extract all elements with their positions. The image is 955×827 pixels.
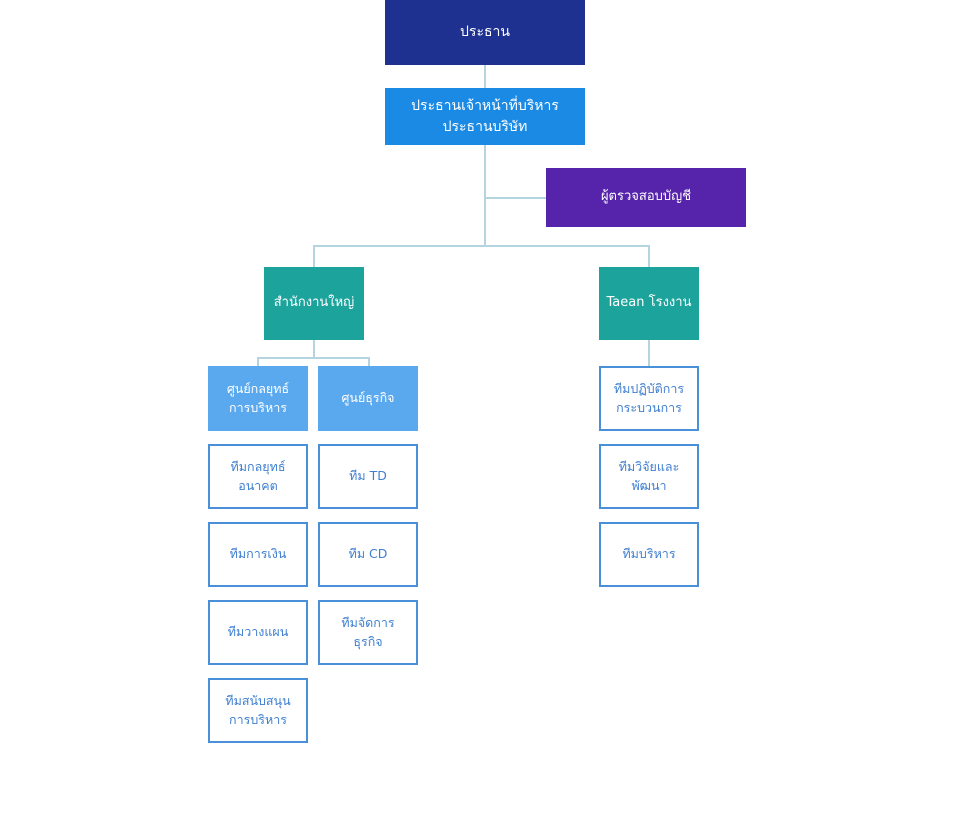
connector-chairman-to-ceo (484, 65, 486, 88)
node-strategy-team-2-label: ทีมวางแผน (227, 624, 289, 640)
connector-bus-to-taean (648, 245, 650, 267)
node-strategy-team-2[interactable]: ทีมวางแผน (208, 600, 308, 665)
node-head-office-label: สำนักงานใหญ่ (273, 295, 355, 311)
node-auditor[interactable]: ผู้ตรวจสอบบัญชี (546, 168, 746, 227)
node-chairman-label: ประธาน (460, 24, 510, 41)
node-auditor-label: ผู้ตรวจสอบบัญชี (600, 189, 692, 205)
node-center-business[interactable]: ศูนย์ธุรกิจ (318, 366, 418, 431)
connector-head-office-down (313, 340, 315, 358)
node-factory-team-0[interactable]: ทีมปฏิบัติการ กระบวนการ (599, 366, 699, 431)
connector-ceo-trunk (484, 145, 486, 245)
connector-bus-to-center-business (368, 357, 370, 366)
node-center-strategy-label: ศูนย์กลยุทธ์ การบริหาร (226, 381, 290, 415)
connector-branch-bus (314, 245, 650, 247)
node-factory-team-2[interactable]: ทีมบริหาร (599, 522, 699, 587)
node-strategy-team-3[interactable]: ทีมสนับสนุน การบริหาร (208, 678, 308, 743)
node-business-team-0-label: ทีม TD (349, 468, 387, 484)
node-strategy-team-1-label: ทีมการเงิน (229, 546, 287, 562)
node-factory-team-1[interactable]: ทีมวิจัยและ พัฒนา (599, 444, 699, 509)
node-business-team-2[interactable]: ทีมจัดการ ธุรกิจ (318, 600, 418, 665)
node-strategy-team-0-label: ทีมกลยุทธ์ อนาคต (230, 459, 286, 493)
node-taean-factory-label: Taean โรงงาน (606, 295, 692, 311)
node-strategy-team-0[interactable]: ทีมกลยุทธ์ อนาคต (208, 444, 308, 509)
node-chairman[interactable]: ประธาน (385, 0, 585, 65)
connector-bus-to-center-strategy (257, 357, 259, 366)
node-business-team-2-label: ทีมจัดการ ธุรกิจ (341, 615, 395, 649)
node-head-office[interactable]: สำนักงานใหญ่ (264, 267, 364, 340)
node-factory-team-1-label: ทีมวิจัยและ พัฒนา (618, 459, 680, 493)
connector-bus-to-head-office (313, 245, 315, 267)
node-strategy-team-1[interactable]: ทีมการเงิน (208, 522, 308, 587)
connector-ceo-to-auditor (484, 197, 546, 199)
node-strategy-team-3-label: ทีมสนับสนุน การบริหาร (225, 693, 291, 727)
node-factory-team-0-label: ทีมปฏิบัติการ กระบวนการ (613, 381, 685, 415)
node-center-business-label: ศูนย์ธุรกิจ (341, 390, 395, 406)
connector-center-bus (257, 357, 370, 359)
node-center-strategy[interactable]: ศูนย์กลยุทธ์ การบริหาร (208, 366, 308, 431)
node-ceo-label: ประธานเจ้าหน้าที่บริหาร ประธานบริษัท (411, 98, 559, 135)
node-ceo[interactable]: ประธานเจ้าหน้าที่บริหาร ประธานบริษัท (385, 88, 585, 145)
node-business-team-1[interactable]: ทีม CD (318, 522, 418, 587)
node-business-team-1-label: ทีม CD (348, 546, 388, 562)
node-factory-team-2-label: ทีมบริหาร (622, 546, 676, 562)
node-taean-factory[interactable]: Taean โรงงาน (599, 267, 699, 340)
connector-taean-to-teams (648, 340, 650, 366)
node-business-team-0[interactable]: ทีม TD (318, 444, 418, 509)
